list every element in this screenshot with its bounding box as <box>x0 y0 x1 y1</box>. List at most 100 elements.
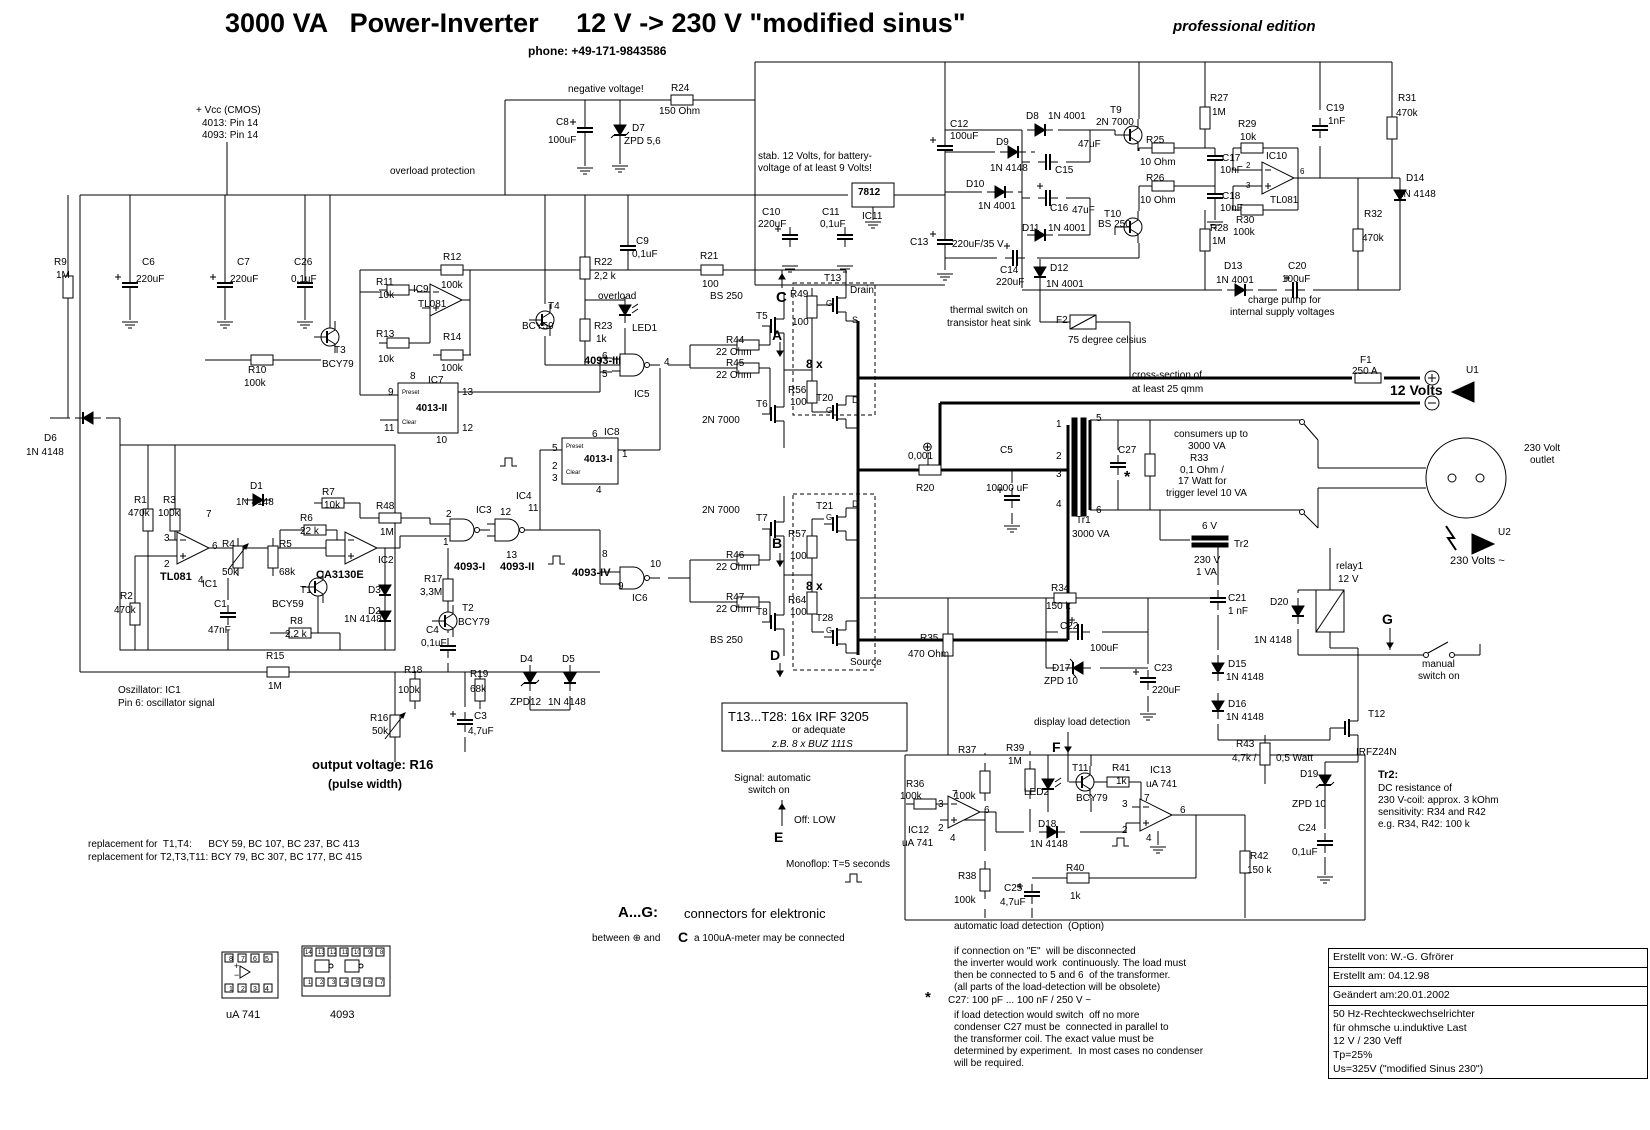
schematic-label: 8 <box>410 371 416 382</box>
wire <box>1054 782 1062 788</box>
schematic-label: D <box>852 395 859 405</box>
switch-contact <box>1449 652 1455 658</box>
schematic-label: Source <box>850 657 882 668</box>
schematic-label: uA 741 <box>902 838 934 849</box>
schematic-label: 1 <box>308 980 312 986</box>
schematic-label: 220uF/35 V <box>952 239 1004 250</box>
diode-symbol <box>1072 661 1084 675</box>
schematic-label: sensitivity: R34 and R42 <box>1378 807 1486 818</box>
schematic-label: Oszillator: IC1 <box>118 685 181 696</box>
schematic-label: 220uF <box>1152 685 1181 696</box>
resistor-symbol <box>700 264 724 276</box>
resistor-symbol <box>142 508 154 532</box>
schematic-label: + <box>234 961 240 971</box>
schematic-label: R21 <box>700 251 719 262</box>
resistor-symbol <box>1151 180 1175 192</box>
pin-box <box>363 947 373 957</box>
schematic-label: + Vcc (CMOS) <box>196 105 261 116</box>
schematic-label: TL081 <box>418 299 447 310</box>
resistor-symbol <box>474 678 486 702</box>
schematic-label: 1M <box>380 527 394 538</box>
schematic-label: 0,1uF <box>421 638 447 649</box>
schematic-label: U1 <box>1466 365 1479 376</box>
schematic-label: Tr1 <box>1076 515 1091 526</box>
schematic-label: 7 <box>241 956 245 963</box>
schematic-label: 220uF <box>758 219 787 230</box>
schematic-label: R38 <box>958 871 977 882</box>
resistor-symbol <box>579 256 591 280</box>
schematic-label: IC1 <box>202 579 218 590</box>
schematic-label: D8 <box>1026 111 1039 122</box>
wire <box>1081 774 1091 781</box>
resistor-symbol <box>1386 116 1398 140</box>
schematic-label: T3 <box>334 345 346 356</box>
schematic-label: 1nF <box>1328 116 1346 127</box>
schematic-label: C27 <box>1118 445 1137 456</box>
wire <box>1303 513 1319 529</box>
schematic-label: R6 <box>300 513 313 524</box>
schematic-label: 100k <box>954 895 976 906</box>
resistor-symbol <box>250 354 274 366</box>
pulse-waveform <box>548 555 565 565</box>
outlet-symbol <box>1425 437 1507 519</box>
wire <box>1072 673 1077 678</box>
schematic-label: 100k <box>954 791 976 802</box>
schematic-label: will be required. <box>954 1058 1025 1069</box>
schematic-label: 7 <box>380 980 384 986</box>
schematic-label: 22 Ohm <box>716 604 752 615</box>
schematic-label: D <box>852 499 859 509</box>
gate-bubble <box>358 963 364 969</box>
schematic-label: C3 <box>474 711 487 722</box>
schematic-label: 1N 4001 <box>1048 223 1086 234</box>
schematic-label: 3 <box>1246 181 1251 190</box>
schematic-label: Tr2: <box>1378 769 1399 781</box>
schematic-label: 100uF <box>950 131 979 142</box>
schematic-label: LED1 <box>632 323 658 334</box>
resistor-symbol <box>1144 453 1156 477</box>
schematic-label: T4 <box>548 301 560 312</box>
resistor-symbol <box>288 627 312 639</box>
resistor-symbol <box>1053 592 1077 604</box>
schematic-label: T13 <box>824 273 842 284</box>
schematic-label: trigger level 10 VA <box>1166 488 1247 499</box>
arrowhead <box>776 350 784 357</box>
wire <box>1129 136 1139 143</box>
schematic-label: R56 <box>788 385 807 396</box>
schematic-label: D5 <box>562 654 575 665</box>
switch-contact <box>1423 652 1429 658</box>
wire <box>1330 781 1335 786</box>
resistor-symbol <box>303 524 327 536</box>
schematic-label: connectors for elektronic <box>684 906 826 921</box>
schematic-label: D15 <box>1228 659 1247 670</box>
schematic-label: 1M <box>268 681 282 692</box>
wire <box>1129 219 1139 226</box>
schematic-label: 0,1 Ohm / <box>1180 465 1224 476</box>
resistor-symbol <box>913 798 937 810</box>
resistor-symbol <box>806 380 818 404</box>
schematic-label: G <box>826 299 833 308</box>
wire <box>520 682 525 687</box>
wire <box>444 613 454 620</box>
schematic-label: 10nF <box>1220 165 1243 176</box>
schematic-label: 47nF <box>208 625 231 636</box>
schematic-label: 1M <box>1212 236 1226 247</box>
wire <box>1303 423 1319 441</box>
schematic-label: R5 <box>279 539 292 550</box>
tr1-core <box>1080 417 1087 517</box>
schematic-label: 6 <box>1096 505 1102 516</box>
schematic-label: IC7 <box>428 375 444 386</box>
pin-box <box>339 947 349 957</box>
schematic-label: if connection on "E" will be disconnecte… <box>954 946 1136 957</box>
resistor-symbol <box>942 633 954 657</box>
schematic-label: T7 <box>756 513 768 524</box>
schematic-label: 150 Ohm <box>659 106 701 117</box>
resistor-symbol <box>670 94 694 106</box>
schematic-label: C22 <box>1060 621 1079 632</box>
schematic-label: 1N 4148 <box>990 163 1028 174</box>
outlet-pin <box>1475 473 1485 483</box>
schematic-label: z.B. 8 x BUZ 111S <box>772 739 853 750</box>
schematic-label: Signal: automatic <box>734 773 811 784</box>
schematic-label: 1k <box>1116 776 1127 787</box>
schematic-label: 100k <box>900 791 922 802</box>
